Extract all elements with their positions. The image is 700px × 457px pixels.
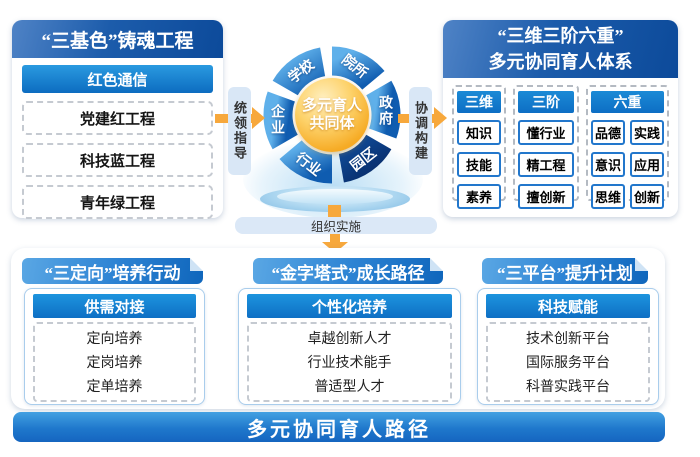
bottom-left-subheader: 供需对接 [33, 294, 196, 318]
list-item: 党建红工程 [22, 101, 213, 135]
column-item: 实践 [630, 120, 664, 145]
bottom-middle-list: 卓越创新人才 行业技术能手 普适型人才 [247, 322, 452, 402]
bottom-left-title: “三定向”培养行动 [22, 258, 203, 284]
down-arrow-head-icon [322, 242, 348, 253]
list-item: 定向培养 [86, 330, 143, 346]
column-item: 应用 [630, 152, 664, 177]
column-item: 意识 [591, 152, 625, 177]
bottom-right-box: 科技赋能 技术创新平台 国际服务平台 科普实践平台 [477, 288, 659, 405]
column-item: 创新 [630, 184, 664, 209]
ring-segment-industry [279, 139, 333, 184]
right-connector-label: 协调构建 [409, 87, 432, 175]
list-item: 科技蓝工程 [22, 143, 213, 177]
list-item: 定单培养 [86, 378, 143, 394]
ring-segment-park [338, 134, 392, 183]
column-header: 三阶 [518, 91, 574, 113]
column-header: 六重 [591, 91, 664, 113]
ring-segment-school [272, 47, 326, 96]
column-three-stages: 三阶 懂行业 精工程 擅创新 [513, 85, 579, 209]
ring-label-enterprise: 企业 [270, 104, 286, 136]
list-item: 定岗培养 [86, 354, 143, 370]
ring-segment-enterprise [263, 91, 299, 150]
list-item: 普适型人才 [314, 378, 385, 394]
column-item: 知识 [457, 120, 501, 145]
left-arrow-head-icon [252, 107, 265, 129]
left-connector-label: 统领指导 [228, 87, 251, 175]
panel-title-line2: 多元协同育人体系 [488, 52, 633, 72]
hub-core-line1: 多元育人 [301, 97, 362, 114]
hub-core: 多元育人 共同体 [295, 78, 369, 152]
column-item: 技能 [457, 152, 501, 177]
panel-title: “三维三阶六重” 多元协同育人体系 [443, 20, 678, 78]
column-item: 精工程 [518, 152, 574, 177]
list-item: 行业技术能手 [307, 354, 392, 370]
subheader-red-communication: 红色通信 [22, 65, 213, 93]
list-item: 青年绿工程 [22, 185, 213, 219]
panel-title-line1: “三维三阶六重” [497, 26, 624, 46]
column-item-grid: 品德 实践 意识 应用 思维 创新 [591, 120, 664, 209]
bottom-left-box: 供需对接 定向培养 定岗培养 定单培养 [24, 288, 205, 405]
column-item: 思维 [591, 184, 625, 209]
column-six-emphases: 六重 品德 实践 意识 应用 思维 创新 [586, 85, 669, 209]
panel-columns: 三维 知识 技能 素养 三阶 懂行业 精工程 擅创新 六重 品德 实践 意识 应… [443, 78, 678, 217]
ring-segment-institute [331, 46, 385, 91]
list-item: 卓越创新人才 [307, 330, 392, 346]
ring-label-government: 政府 [378, 95, 394, 127]
column-item: 擅创新 [518, 184, 574, 209]
column-item: 品德 [591, 120, 625, 145]
right-arrow-head-icon [434, 107, 447, 129]
panel-title: “三基色”铸魂工程 [12, 20, 223, 58]
column-header: 三维 [457, 91, 501, 113]
bottom-right-subheader: 科技赋能 [486, 294, 650, 318]
bottom-middle-title: “金字塔式”成长路径 [253, 258, 443, 284]
down-connector-stub [328, 205, 341, 218]
panel-three-base-colors: “三基色”铸魂工程 红色通信 党建红工程 科技蓝工程 青年绿工程 [12, 20, 223, 219]
list-item: 国际服务平台 [526, 354, 610, 370]
bottom-left-list: 定向培养 定岗培养 定单培养 [33, 322, 196, 402]
bottom-right-list: 技术创新平台 国际服务平台 科普实践平台 [486, 322, 650, 402]
list-item: 科普实践平台 [526, 378, 610, 394]
hub-core-line2: 共同体 [309, 115, 355, 132]
footer-path-banner: 多元协同育人路径 [13, 412, 665, 442]
bottom-right-title: “三平台”提升计划 [482, 258, 648, 284]
hub-platform-top [277, 189, 393, 204]
bottom-middle-box: 个性化培养 卓越创新人才 行业技术能手 普适型人才 [238, 288, 461, 405]
list-item: 技术创新平台 [526, 330, 610, 346]
column-three-dimensions: 三维 知识 技能 素养 [452, 85, 506, 209]
ring-segment-government [365, 80, 401, 139]
column-item: 素养 [457, 184, 501, 209]
down-arrow-stem [330, 234, 340, 242]
column-item: 懂行业 [518, 120, 574, 145]
implementation-bar: 组织实施 [235, 217, 437, 234]
bottom-middle-subheader: 个性化培养 [247, 294, 452, 318]
panel-education-system: “三维三阶六重” 多元协同育人体系 三维 知识 技能 素养 三阶 懂行业 精工程… [443, 20, 678, 217]
hub-ring [263, 46, 401, 184]
